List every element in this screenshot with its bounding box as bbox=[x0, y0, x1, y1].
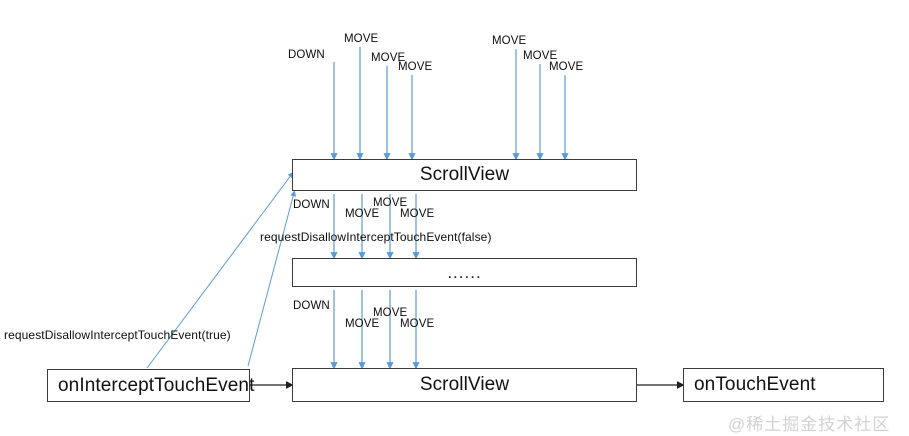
event-label-move: MOVE bbox=[373, 307, 408, 319]
node-scrollview-bottom[interactable]: ScrollView bbox=[292, 368, 637, 402]
node-label: ...... bbox=[447, 262, 482, 282]
event-label-move: MOVE bbox=[400, 318, 435, 330]
event-label-move: MOVE bbox=[344, 33, 379, 45]
node-label: ScrollView bbox=[419, 164, 510, 185]
node-label: onTouchEvent bbox=[694, 374, 816, 395]
event-label-move: MOVE bbox=[549, 61, 584, 73]
watermark: @稀土掘金技术社区 bbox=[728, 415, 891, 434]
node-ellipsis[interactable]: ...... bbox=[292, 258, 637, 287]
node-on-touch-event[interactable]: onTouchEvent bbox=[683, 368, 884, 402]
node-label: ScrollView bbox=[419, 374, 510, 395]
node-label: onInterceptTouchEvent bbox=[58, 374, 255, 396]
event-label-move: MOVE bbox=[398, 61, 433, 73]
event-label-down: DOWN bbox=[293, 300, 330, 312]
event-label-move: MOVE bbox=[492, 35, 527, 47]
event-label-down: DOWN bbox=[293, 199, 330, 211]
annotation-disallow-false: requestDisallowInterceptTouchEvent(false… bbox=[260, 230, 492, 244]
callback-false-arrow bbox=[247, 190, 297, 367]
event-label-move: MOVE bbox=[345, 318, 380, 330]
node-scrollview-top[interactable]: ScrollView bbox=[292, 159, 637, 191]
event-label-move: MOVE bbox=[345, 208, 380, 220]
node-on-intercept-touch-event[interactable]: onInterceptTouchEvent bbox=[47, 369, 254, 402]
event-label-move: MOVE bbox=[523, 50, 558, 62]
event-label-move: MOVE bbox=[400, 208, 435, 220]
annotation-disallow-true: requestDisallowInterceptTouchEvent(true) bbox=[4, 328, 231, 342]
event-label-move: MOVE bbox=[373, 197, 408, 209]
event-label-move: MOVE bbox=[371, 52, 406, 64]
event-label-down: DOWN bbox=[288, 49, 325, 61]
